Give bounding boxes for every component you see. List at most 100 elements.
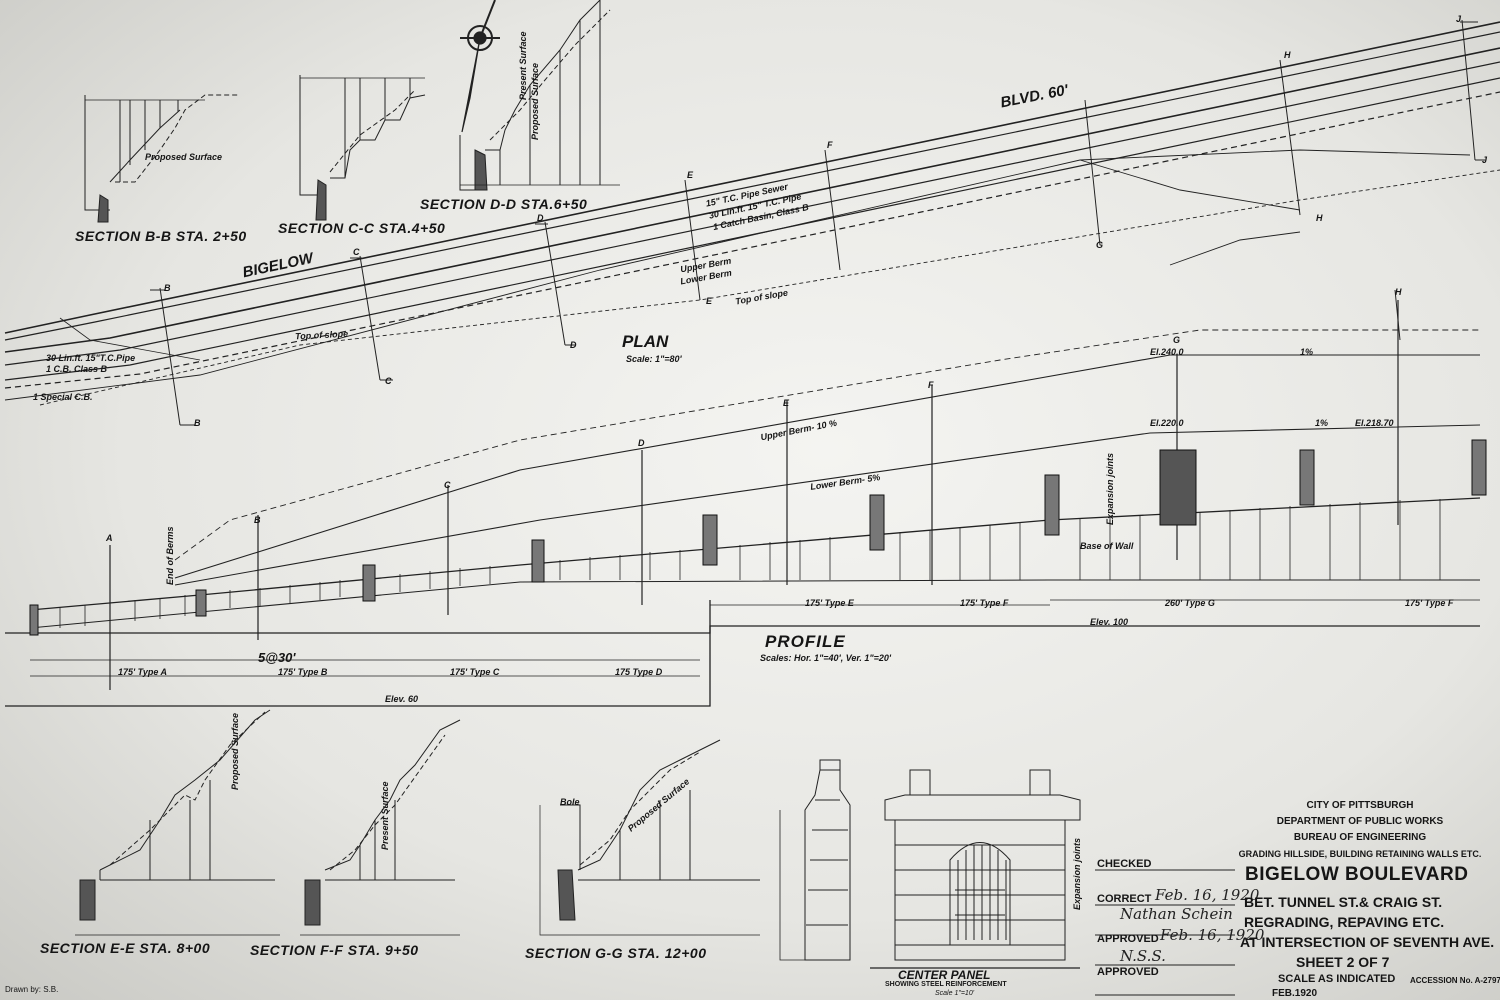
profile-expansion-joints: Expansion joints	[1105, 452, 1115, 525]
checked-label: CHECKED	[1097, 858, 1152, 870]
profile-type-d: 175 Type D	[615, 667, 663, 677]
profile-type-a: 175' Type A	[118, 667, 167, 677]
profile-linework	[5, 300, 1481, 707]
section-cc-title: SECTION C-C STA.4+50	[278, 220, 446, 236]
profile-marker-e: E	[783, 398, 790, 408]
profile-type-g: 260' Type G	[1165, 598, 1215, 608]
profile-elev-60: Elev. 60	[385, 694, 419, 704]
profile-pct-lower: 1%	[1315, 418, 1329, 428]
section-gg-bole-label: Bole	[560, 797, 580, 807]
center-panel-title: CENTER PANEL	[898, 968, 991, 982]
profile-marker-a: A	[106, 533, 113, 543]
plan-scale: Scale: 1"=80'	[626, 354, 682, 364]
title-accession: ACCESSION No. A-2797	[1410, 976, 1500, 985]
section-gg-title: SECTION G-G STA. 12+00	[525, 945, 707, 961]
plan-marker-c: C	[353, 247, 360, 257]
section-dd-present-label: Present Surface	[518, 31, 528, 100]
title-city: CITY OF PITTSBURGH	[1306, 800, 1414, 811]
profile-end-of-berms: End of Berms	[165, 526, 175, 585]
section-dd-proposed-label: Proposed Surface	[530, 62, 540, 140]
plan-marker-f: F	[827, 140, 833, 150]
approved-date-1: Feb. 16, 1920	[1160, 926, 1265, 944]
profile-type-c: 175' Type C	[450, 667, 500, 677]
plan-section-cuts	[159, 19, 1476, 426]
title-scale: SCALE AS INDICATED	[1278, 973, 1396, 985]
profile-title: PROFILE	[765, 632, 846, 651]
plan-road-lines	[4, 21, 1500, 406]
section-ff-title: SECTION F-F STA. 9+50	[250, 942, 419, 958]
plan-marker-g: G	[1096, 240, 1104, 250]
plan-special-cb: 1 Special C.B.	[33, 392, 93, 402]
plan-marker-h2: H	[1316, 213, 1323, 223]
section-gg-drawing	[539, 739, 760, 936]
profile-type-b: 175' Type B	[278, 667, 328, 677]
pylon-detail-drawing	[779, 759, 851, 961]
profile-el-240: El.240.0	[1150, 347, 1184, 357]
title-bureau: BUREAU OF ENGINEERING	[1293, 832, 1427, 843]
profile-marker-c: C	[444, 480, 451, 490]
section-bb-proposed-label: Proposed Surface	[145, 152, 223, 162]
profile-base-of-wall: Base of Wall	[1080, 541, 1134, 551]
title-sheet: SHEET 2 OF 7	[1296, 954, 1390, 970]
profile-type-f: 175' Type F	[960, 598, 1009, 608]
profile-pylons	[29, 439, 1487, 636]
title-project: GRADING HILLSIDE, BUILDING RETAINING WAL…	[1238, 849, 1482, 859]
title-scope: REGRADING, REPAVING ETC.	[1244, 914, 1445, 930]
correct-label: CORRECT	[1097, 893, 1152, 905]
plan-pipe-note-left-1: 30 Lin.ft. 15"T.C.Pipe	[46, 353, 136, 363]
plan-title: PLAN	[622, 332, 669, 351]
profile-type-e: 175' Type E	[805, 598, 854, 608]
section-ee-drawing	[75, 709, 280, 936]
profile-type-f2: 175' Type F	[1405, 598, 1454, 608]
profile-marker-b: B	[254, 515, 261, 525]
title-name: BIGELOW BOULEVARD	[1245, 864, 1469, 885]
section-ee-title: SECTION E-E STA. 8+00	[40, 940, 211, 956]
section-ee-proposed-label: Proposed Surface	[230, 712, 240, 790]
profile-marker-h: H	[1395, 287, 1402, 297]
title-location: AT INTERSECTION OF SEVENTH AVE.	[1240, 934, 1495, 950]
approved-signature-2: N.S.S.	[1120, 947, 1166, 965]
center-panel-scale: Scale 1"=10'	[935, 990, 975, 997]
section-dd-drawing	[459, 0, 620, 191]
plan-marker-c2: C	[385, 376, 392, 386]
plan-marker-b2: B	[194, 418, 201, 428]
approved-label-2: APPROVED	[1097, 966, 1159, 978]
center-panel-expansion-joints: Expansion joints	[1072, 837, 1082, 910]
section-cc-drawing	[299, 75, 426, 221]
drawn-by: Drawn by: S.B.	[5, 985, 59, 994]
plan-marker-e2: E	[706, 296, 713, 306]
correct-signature: Nathan Schein	[1120, 905, 1233, 923]
profile-marker-d: D	[638, 438, 645, 448]
title-between: BET. TUNNEL ST.& CRAIG ST.	[1244, 894, 1443, 910]
center-panel-subtitle: SHOWING STEEL REINFORCEMENT	[885, 981, 1007, 988]
profile-spacing: 5@30'	[258, 650, 296, 665]
profile-rail-panels	[59, 499, 1441, 628]
title-block-lines	[1095, 869, 1235, 996]
plan-marker-d: D	[537, 213, 544, 223]
center-panel-drawing	[870, 769, 1081, 969]
correct-date: Feb. 16, 1920	[1155, 886, 1260, 904]
title-department: DEPARTMENT OF PUBLIC WORKS	[1276, 816, 1444, 827]
profile-elev-100: Elev. 100	[1090, 617, 1129, 627]
north-arrow	[460, 0, 500, 133]
plan-marker-d2: D	[570, 340, 577, 350]
profile-scales: Scales: Hor. 1"=40', Ver. 1"=20'	[760, 653, 892, 663]
profile-marker-g: G	[1173, 335, 1181, 345]
section-bb-drawing	[84, 94, 240, 223]
profile-el-218: El.218.70	[1355, 418, 1394, 428]
plan-marker-h: H	[1284, 50, 1291, 60]
plan-marker-b: B	[164, 283, 171, 293]
drawing-date: FEB.1920	[1272, 988, 1318, 999]
section-ff-present-label: Present Surface	[380, 781, 390, 850]
plan-marker-j2: J	[1482, 155, 1488, 165]
plan-marker-e: E	[687, 170, 694, 180]
section-bb-title: SECTION B-B STA. 2+50	[75, 228, 247, 244]
profile-pct-upper: 1%	[1300, 347, 1314, 357]
plan-pipe-note-left-2: 1 C.B. Class B	[46, 364, 108, 374]
section-dd-title: SECTION D-D STA.6+50	[420, 196, 588, 212]
approved-label-1: APPROVED	[1097, 933, 1159, 945]
plan-marker-j: J	[1456, 14, 1462, 24]
section-ff-drawing	[300, 719, 461, 936]
